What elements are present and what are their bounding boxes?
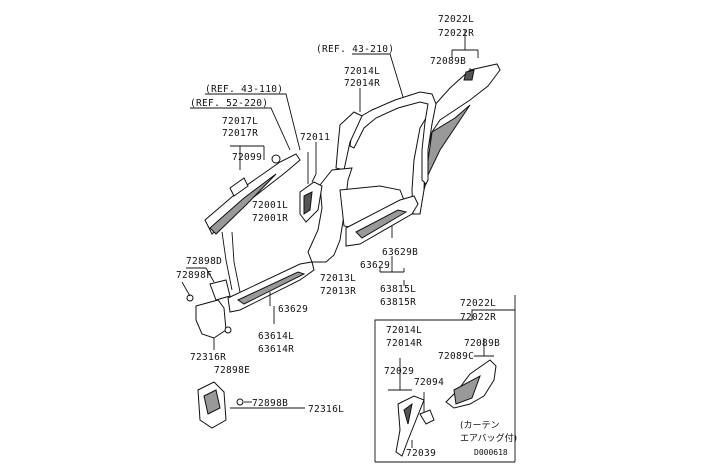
- label-ref-43-210: (REF. 43-210): [316, 44, 394, 55]
- label-72089B-top: 72089B: [430, 56, 466, 67]
- label-72001L: 72001L: [252, 200, 288, 211]
- label-72089C: 72089C: [438, 351, 474, 362]
- label-ref-52-220: (REF. 52-220): [190, 98, 268, 109]
- part-72017-a-pillar: [204, 153, 301, 235]
- part-72316R-kick-panel: [186, 279, 232, 339]
- part-63815-scuff-rear: [345, 195, 419, 247]
- label-63815L: 63815L: [380, 284, 416, 295]
- label-72013R: 72013R: [320, 286, 356, 297]
- part-72014-top: [335, 91, 437, 185]
- label-72001R: 72001R: [252, 213, 288, 224]
- part-72022-inset: [445, 359, 497, 409]
- label-63614L: 63614L: [258, 331, 294, 342]
- label-airbag: エアバッグ付): [460, 432, 517, 444]
- label-63614R: 63614R: [258, 344, 294, 355]
- label-72022L-top: 72022L: [438, 14, 474, 25]
- label-72029: 72029: [384, 366, 414, 377]
- label-72022L-box: 72022L: [460, 298, 496, 309]
- label-72013L: 72013L: [320, 273, 356, 284]
- part-63614-scuff-front: [227, 261, 315, 313]
- part-72013-b-pillar: [307, 167, 405, 263]
- label-63629B: 63629B: [382, 247, 418, 258]
- label-72014R-top: 72014R: [344, 78, 380, 89]
- label-72039: 72039: [406, 448, 436, 459]
- label-72898B: 72898B: [252, 398, 288, 409]
- label-72014R-box: 72014R: [386, 338, 422, 349]
- label-curtain: (カーテン: [460, 420, 500, 431]
- label-ref-43-110: (REF. 43-110): [205, 84, 283, 95]
- label-72017R: 72017R: [222, 128, 258, 139]
- label-72898E: 72898E: [214, 365, 250, 376]
- label-72898D: 72898D: [186, 256, 222, 267]
- label-72022R-top: 72022R: [438, 28, 474, 39]
- label-72022R-box: 72022R: [460, 312, 496, 323]
- part-72316L-kick-panel: [197, 381, 244, 429]
- label-72316R: 72316R: [190, 352, 226, 363]
- label-72316L: 72316L: [308, 404, 344, 415]
- label-72017L: 72017L: [222, 116, 258, 127]
- inset-box: [374, 295, 516, 463]
- label-72099: 72099: [232, 152, 262, 163]
- label-72089B-box: 72089B: [464, 338, 500, 349]
- label-72898F: 72898F: [176, 270, 212, 281]
- part-72001-b-pillar-upper: [299, 181, 323, 223]
- label-63629-mid: 63629: [278, 304, 308, 315]
- label-72011: 72011: [300, 132, 330, 143]
- part-72029-inset: [395, 395, 435, 457]
- diagram-code: D000618: [474, 448, 508, 457]
- label-63815R: 63815R: [380, 297, 416, 308]
- label-72094: 72094: [414, 377, 444, 388]
- label-72014L-top: 72014L: [344, 66, 380, 77]
- label-63629: 63629: [360, 260, 390, 271]
- label-72014L-box: 72014L: [386, 325, 422, 336]
